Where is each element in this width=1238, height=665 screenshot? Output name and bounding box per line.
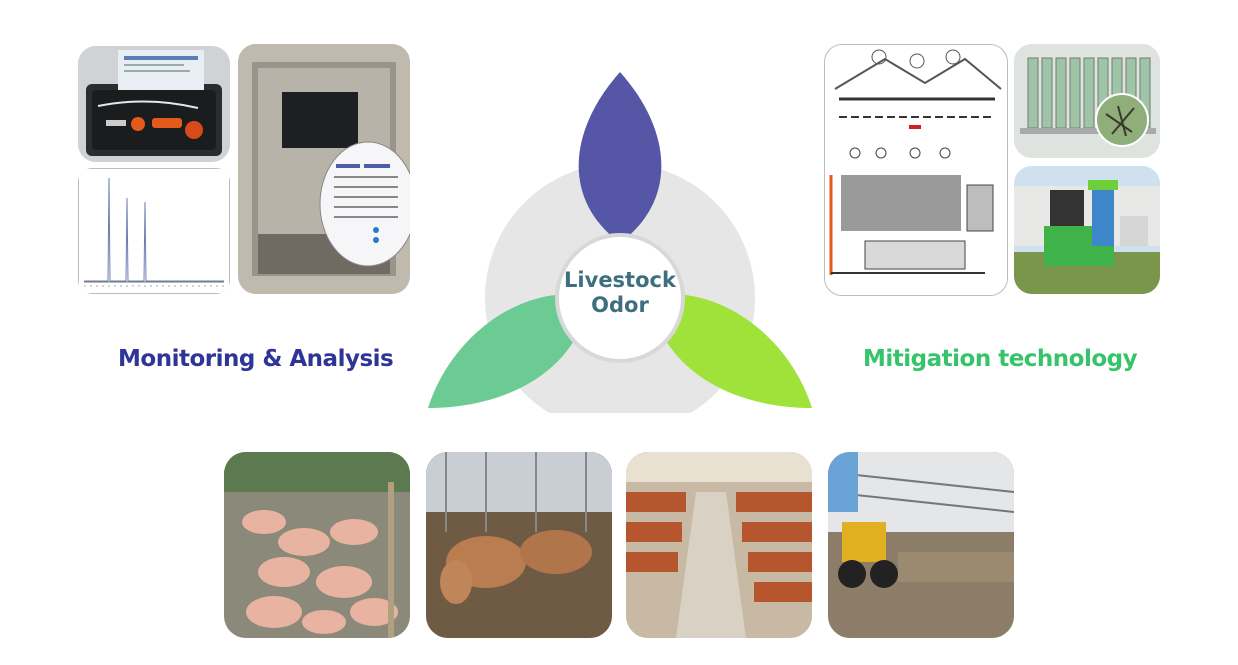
barn-schematic-photo bbox=[824, 44, 1008, 296]
biofilter-unit-photo bbox=[1014, 166, 1160, 294]
petal-left-monitoring bbox=[428, 294, 590, 408]
center-label: Livestock Odor bbox=[545, 268, 695, 318]
center-label-line1: Livestock bbox=[564, 268, 676, 292]
gas-analyzer-photo bbox=[238, 44, 410, 294]
mitigation-title: Mitigation technology bbox=[863, 346, 1138, 372]
test-tubes-photo bbox=[1014, 44, 1160, 158]
center-circle bbox=[555, 233, 685, 363]
center-label-line2: Odor bbox=[591, 293, 649, 317]
monitoring-title: Monitoring & Analysis bbox=[118, 346, 394, 372]
pig-pen-photo bbox=[224, 452, 410, 638]
compost-facility-photo bbox=[828, 452, 1014, 638]
poultry-house-photo bbox=[626, 452, 812, 638]
cattle-barn-photo bbox=[426, 452, 612, 638]
chromatogram-photo bbox=[78, 168, 230, 294]
sampling-kit-photo bbox=[78, 46, 230, 162]
petal-top-monitoring bbox=[578, 72, 662, 243]
livestock-odor-diagram bbox=[428, 72, 812, 413]
petal-right-mitigation bbox=[650, 294, 812, 408]
